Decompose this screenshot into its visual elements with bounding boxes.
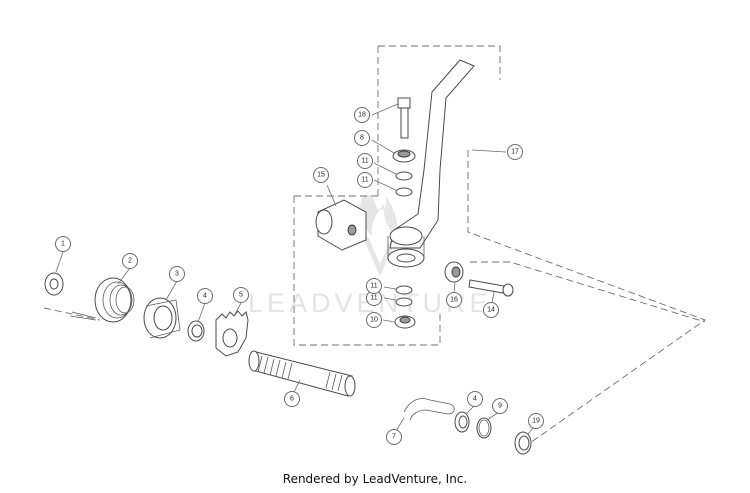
part-4-washer-right (454, 411, 470, 433)
callout-5-label: 5 (239, 292, 243, 299)
part-1-washer (44, 272, 64, 296)
callout-9: 9 (492, 398, 508, 414)
part-17-lever (387, 59, 475, 268)
callout-10-label: 10 (370, 317, 378, 324)
callout-3-label: 3 (175, 271, 179, 278)
callout-11-d: 11 (366, 278, 382, 294)
callout-16-label: 16 (450, 297, 458, 304)
callout-11-a: 11 (357, 153, 373, 169)
callout-18-label: 18 (358, 112, 366, 119)
callout-11-c-label: 11 (370, 295, 377, 302)
part-14-pivot-bolt (468, 279, 514, 297)
callout-19-label: 19 (532, 418, 540, 425)
callout-2-label: 2 (128, 258, 132, 265)
callout-4-left: 4 (197, 288, 213, 304)
callout-11-b: 11 (357, 172, 373, 188)
callout-11-b-label: 11 (361, 177, 368, 184)
part-11-orings-lower (395, 285, 413, 307)
rendered-by-footer: Rendered by LeadVenture, Inc. (282, 472, 468, 486)
part-18-bolt (397, 97, 411, 139)
callout-8-label: 8 (360, 135, 364, 142)
callout-11-d-label: 11 (370, 283, 377, 290)
callout-17: 17 (507, 144, 523, 160)
part-2-spring (69, 277, 135, 323)
part-16-collar (444, 261, 464, 283)
part-5-ratchet (215, 310, 249, 357)
callout-1-label: 1 (61, 241, 65, 248)
part-7-clip (403, 398, 455, 421)
callout-10: 10 (366, 312, 382, 328)
callout-9-label: 9 (498, 403, 502, 410)
callout-19: 19 (528, 413, 544, 429)
callout-17-label: 17 (511, 149, 519, 156)
callout-7: 7 (386, 429, 402, 445)
part-6-shaft (248, 350, 356, 397)
part-19-retaining-ring (514, 431, 532, 455)
callout-4-left-label: 4 (203, 293, 207, 300)
part-15-hub (315, 199, 367, 251)
callout-15-label: 15 (317, 172, 325, 179)
callout-15: 15 (313, 167, 329, 183)
callout-14-label: 14 (487, 307, 495, 314)
part-3-spring-guide (143, 297, 181, 339)
part-10-bushing (394, 315, 416, 329)
part-8-bushing (392, 149, 416, 163)
callout-18: 18 (354, 107, 370, 123)
callout-14: 14 (483, 302, 499, 318)
part-4-washer-left (187, 320, 205, 342)
part-9-ring (476, 417, 492, 439)
callout-1: 1 (55, 236, 71, 252)
leader-lines (55, 103, 535, 435)
callout-16: 16 (446, 292, 462, 308)
callout-2: 2 (122, 253, 138, 269)
callout-4-right: 4 (467, 391, 483, 407)
callout-6-label: 6 (290, 396, 294, 403)
callout-8: 8 (354, 130, 370, 146)
callout-3: 3 (169, 266, 185, 282)
part-11-orings-upper (395, 171, 413, 197)
callout-4-right-label: 4 (473, 396, 477, 403)
assembly-outline (43, 45, 706, 451)
callout-7-label: 7 (392, 434, 396, 441)
callout-5: 5 (233, 287, 249, 303)
callout-11-a-label: 11 (361, 158, 368, 165)
callout-6: 6 (284, 391, 300, 407)
